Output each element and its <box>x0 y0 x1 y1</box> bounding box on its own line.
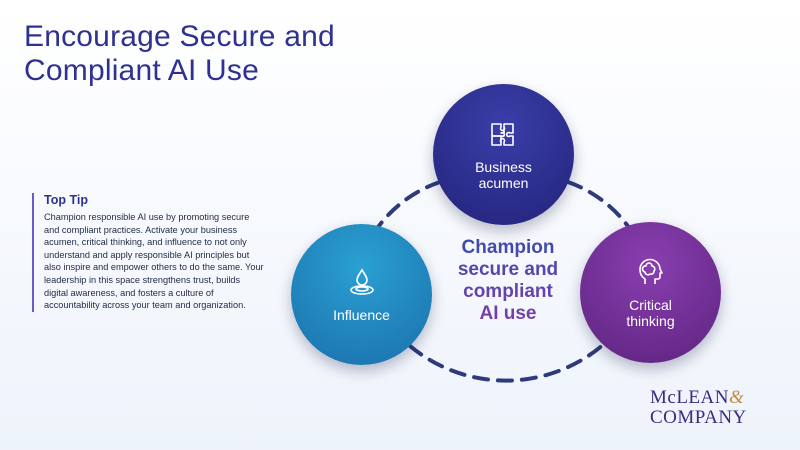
center-line-2: secure and <box>457 259 559 280</box>
center-statement: Champion secure and compliant AI use <box>438 237 578 325</box>
logo-ampersand: & <box>728 387 745 408</box>
circle-critical-thinking: Critical thinking <box>580 222 721 363</box>
title-line-1: Encourage Secure and <box>24 20 335 53</box>
circle-business-acumen: Business acumen <box>433 84 574 225</box>
center-line-4: AI use <box>479 303 537 324</box>
water-drop-icon <box>349 268 374 295</box>
dashed-arc-right <box>566 180 634 234</box>
dashed-arc-bottom <box>408 342 606 383</box>
top-tip-body: Champion responsible AI use by promoting… <box>44 212 264 311</box>
circle-label-influence: Influence <box>333 306 390 323</box>
puzzle-icon <box>490 122 514 146</box>
company-logo: McLEAN& COMPANY <box>650 388 780 428</box>
top-tip-heading: Top Tip <box>44 193 88 207</box>
center-line-3: compliant <box>463 281 553 302</box>
page-title: Encourage Secure and Compliant AI Use <box>24 20 444 88</box>
logo-word-mclean: McLEAN <box>650 387 729 408</box>
circle-label-business-acumen: Business acumen <box>475 158 532 191</box>
logo-line-2: COMPANY <box>650 407 747 428</box>
logo-line-1: McLEAN& <box>650 388 780 408</box>
top-tip: Top Tip Champion responsible AI use by p… <box>32 193 264 312</box>
head-brain-icon <box>638 258 663 284</box>
center-line-1: Champion <box>461 237 555 258</box>
title-line-2: Compliant AI Use <box>24 54 259 87</box>
circle-influence: Influence <box>291 224 432 365</box>
circle-label-critical-thinking: Critical thinking <box>626 296 675 329</box>
